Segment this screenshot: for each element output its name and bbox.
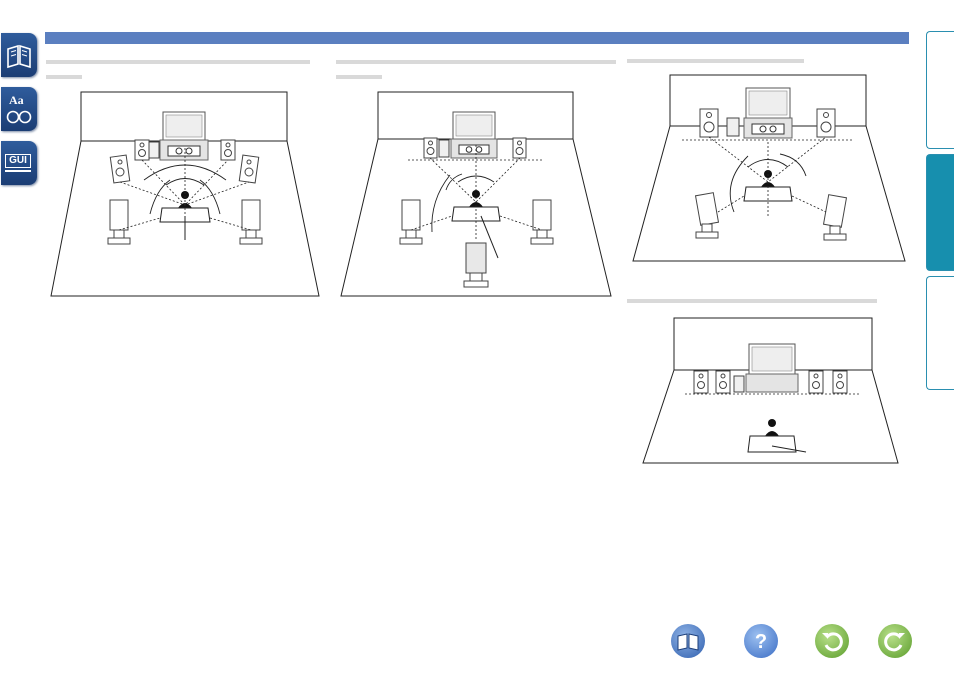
listener-icon — [159, 191, 211, 223]
gui-underline — [5, 170, 31, 172]
caption-bar-1b — [46, 75, 82, 79]
speaker-layout-diagram-2 — [340, 91, 612, 297]
forward-button[interactable] — [878, 624, 912, 658]
forward-arrow-icon — [884, 632, 905, 652]
caption-bar-1 — [46, 60, 310, 64]
manual-button[interactable] — [671, 624, 705, 658]
index-button[interactable]: Aa — [1, 87, 37, 131]
speaker-layout-diagram-4 — [642, 317, 899, 464]
svg-text:?: ? — [755, 631, 767, 653]
tv-icon — [450, 111, 498, 159]
index-label: Aa — [9, 93, 24, 107]
back-arrow-icon — [822, 632, 843, 652]
surround-right-speaker-icon — [822, 194, 848, 241]
side-right-speaker-icon — [238, 154, 260, 184]
surround-left-speaker-icon — [399, 199, 423, 245]
book-icon — [7, 44, 31, 69]
tab-active[interactable] — [926, 154, 954, 271]
tv-icon — [743, 87, 793, 139]
front-left-speaker-icon — [699, 108, 740, 138]
question-mark-icon: ? — [755, 631, 767, 653]
tab-top[interactable] — [926, 31, 954, 149]
rear-right-speaker-icon — [239, 199, 263, 245]
caption-bar-3 — [627, 59, 804, 63]
caption-bar-4 — [627, 299, 877, 303]
front-left-speaker-icon — [134, 139, 160, 161]
glasses-icon — [6, 110, 32, 124]
surround-back-speaker-icon — [463, 242, 489, 288]
caption-bar-2 — [336, 60, 616, 64]
section-header-bar — [45, 32, 909, 44]
listener-icon — [747, 419, 797, 453]
gui-label: GUI — [5, 154, 31, 168]
contents-button[interactable] — [1, 33, 37, 77]
help-button[interactable]: ? — [744, 624, 778, 658]
surround-left-speaker-icon — [694, 192, 720, 239]
front-right-speaker-icon — [816, 108, 836, 138]
back-button[interactable] — [815, 624, 849, 658]
rear-left-speaker-icon — [107, 199, 131, 245]
speaker-layout-diagram-1 — [50, 91, 320, 297]
side-left-speaker-icon — [109, 154, 131, 184]
tv-icon — [159, 111, 209, 161]
speaker-layout-diagram-3 — [632, 74, 906, 262]
tv-icon — [745, 343, 799, 393]
front-left-speaker-icon — [423, 137, 450, 159]
front-speaker-group-left-icon — [693, 370, 745, 394]
tab-bottom[interactable] — [926, 276, 954, 390]
gui-button[interactable]: GUI — [1, 141, 37, 185]
book-icon — [677, 633, 699, 651]
front-right-speaker-icon — [220, 139, 236, 161]
front-speaker-group-right-icon — [808, 370, 848, 394]
surround-right-speaker-icon — [530, 199, 554, 245]
front-right-speaker-icon — [512, 137, 527, 159]
caption-bar-2b — [336, 75, 382, 79]
